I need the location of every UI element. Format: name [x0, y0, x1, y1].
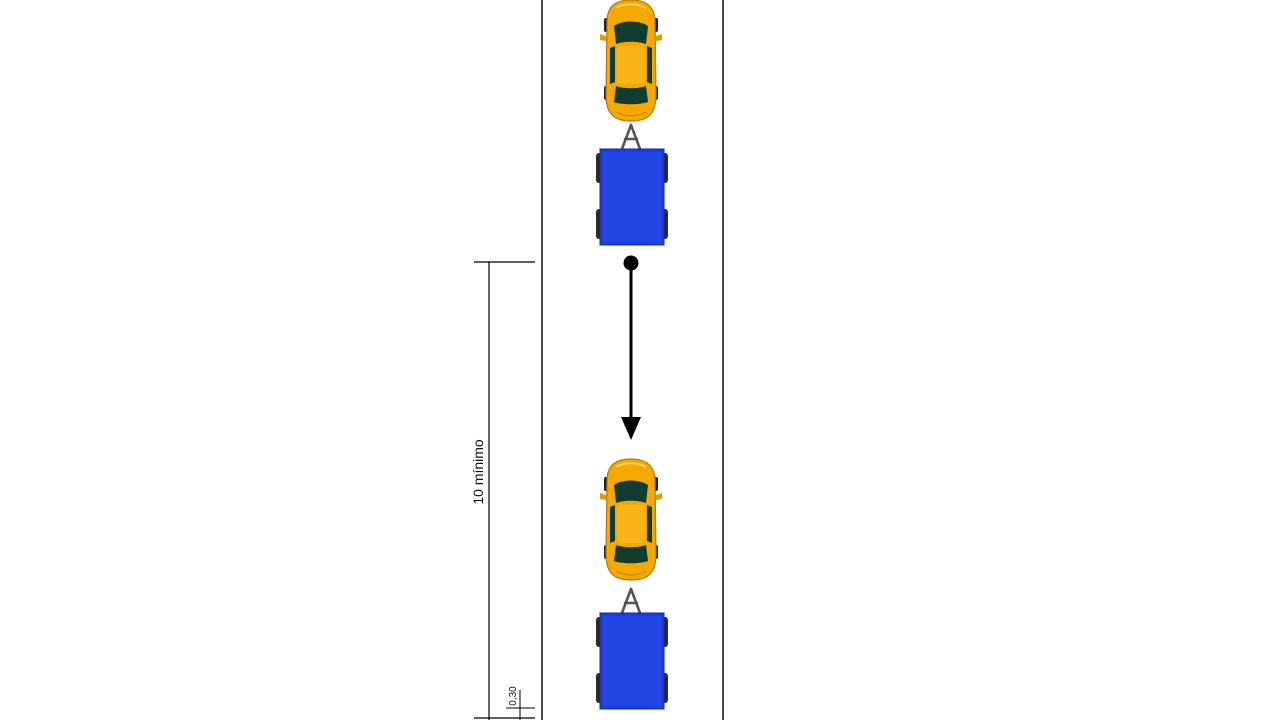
hitch-icon: [620, 123, 642, 151]
dimension-small-label: 0,30: [508, 686, 519, 706]
car-top-view-icon: [599, 0, 663, 122]
hitch-icon: [620, 587, 642, 615]
trailer-top-view-icon: [595, 612, 669, 710]
dimension-0-30: 0,30: [506, 686, 535, 720]
car-top-view-icon: [599, 458, 663, 581]
dimension-main-label: 10 mínimo: [470, 439, 486, 505]
dimension-10-minimo: 10 mínimo: [470, 261, 535, 720]
arrow-down-icon: [621, 255, 641, 440]
trailer-top-view-icon: [595, 148, 669, 246]
